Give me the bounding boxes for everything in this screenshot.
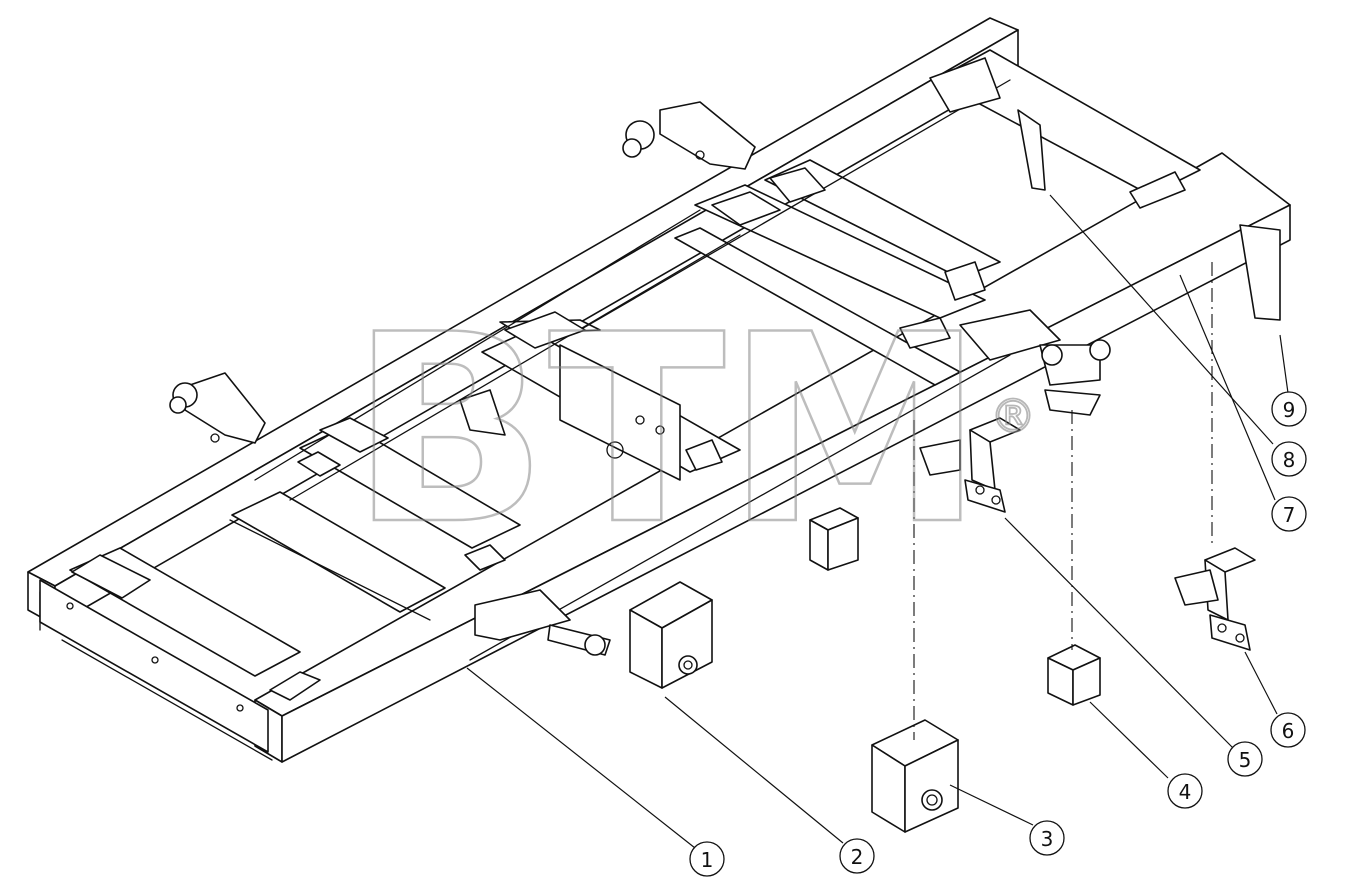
- callout-number: 1: [701, 848, 714, 872]
- callout-6: 6: [1270, 712, 1306, 748]
- callout-8: 8: [1271, 441, 1307, 477]
- callout-number: 2: [851, 845, 864, 869]
- callout-7: 7: [1271, 496, 1307, 532]
- upper-suspension-hangers: [169, 101, 756, 444]
- front-end-crossmember: [39, 579, 269, 753]
- rail-gussets: [71, 57, 1186, 701]
- callout-2: 2: [839, 838, 875, 874]
- callout-9: 9: [1271, 391, 1307, 427]
- callout-number: 7: [1283, 503, 1296, 527]
- part-2-spring-hanger: [629, 581, 713, 689]
- part-6-bracket: [1174, 547, 1256, 651]
- callout-5: 5: [1227, 741, 1263, 777]
- center-mounting-plate: [459, 344, 681, 481]
- part-5-bracket: [919, 417, 1021, 513]
- callout-number: 5: [1239, 748, 1252, 772]
- callout-number: 6: [1282, 719, 1295, 743]
- callout-3: 3: [1029, 820, 1065, 856]
- watermark-text: BTM: [350, 280, 984, 582]
- loose-bushing: [809, 507, 859, 571]
- part-3-box: [871, 719, 959, 833]
- lower-suspension-arms: [474, 309, 1111, 656]
- callout-number: 3: [1041, 827, 1054, 851]
- watermark-registered-mark: ®: [990, 389, 1036, 443]
- btm-watermark: BTM ®: [349, 279, 1037, 584]
- assembly-lines: [913, 262, 1213, 740]
- callout-4: 4: [1167, 773, 1203, 809]
- callout-number: 8: [1283, 448, 1296, 472]
- leader-lines: [466, 194, 1289, 849]
- callout-number: 4: [1179, 780, 1192, 804]
- part-4-bushing: [1047, 644, 1101, 706]
- callout-number: 9: [1283, 398, 1296, 422]
- rear-end-brackets: [1017, 109, 1281, 321]
- callout-1: 1: [689, 841, 725, 877]
